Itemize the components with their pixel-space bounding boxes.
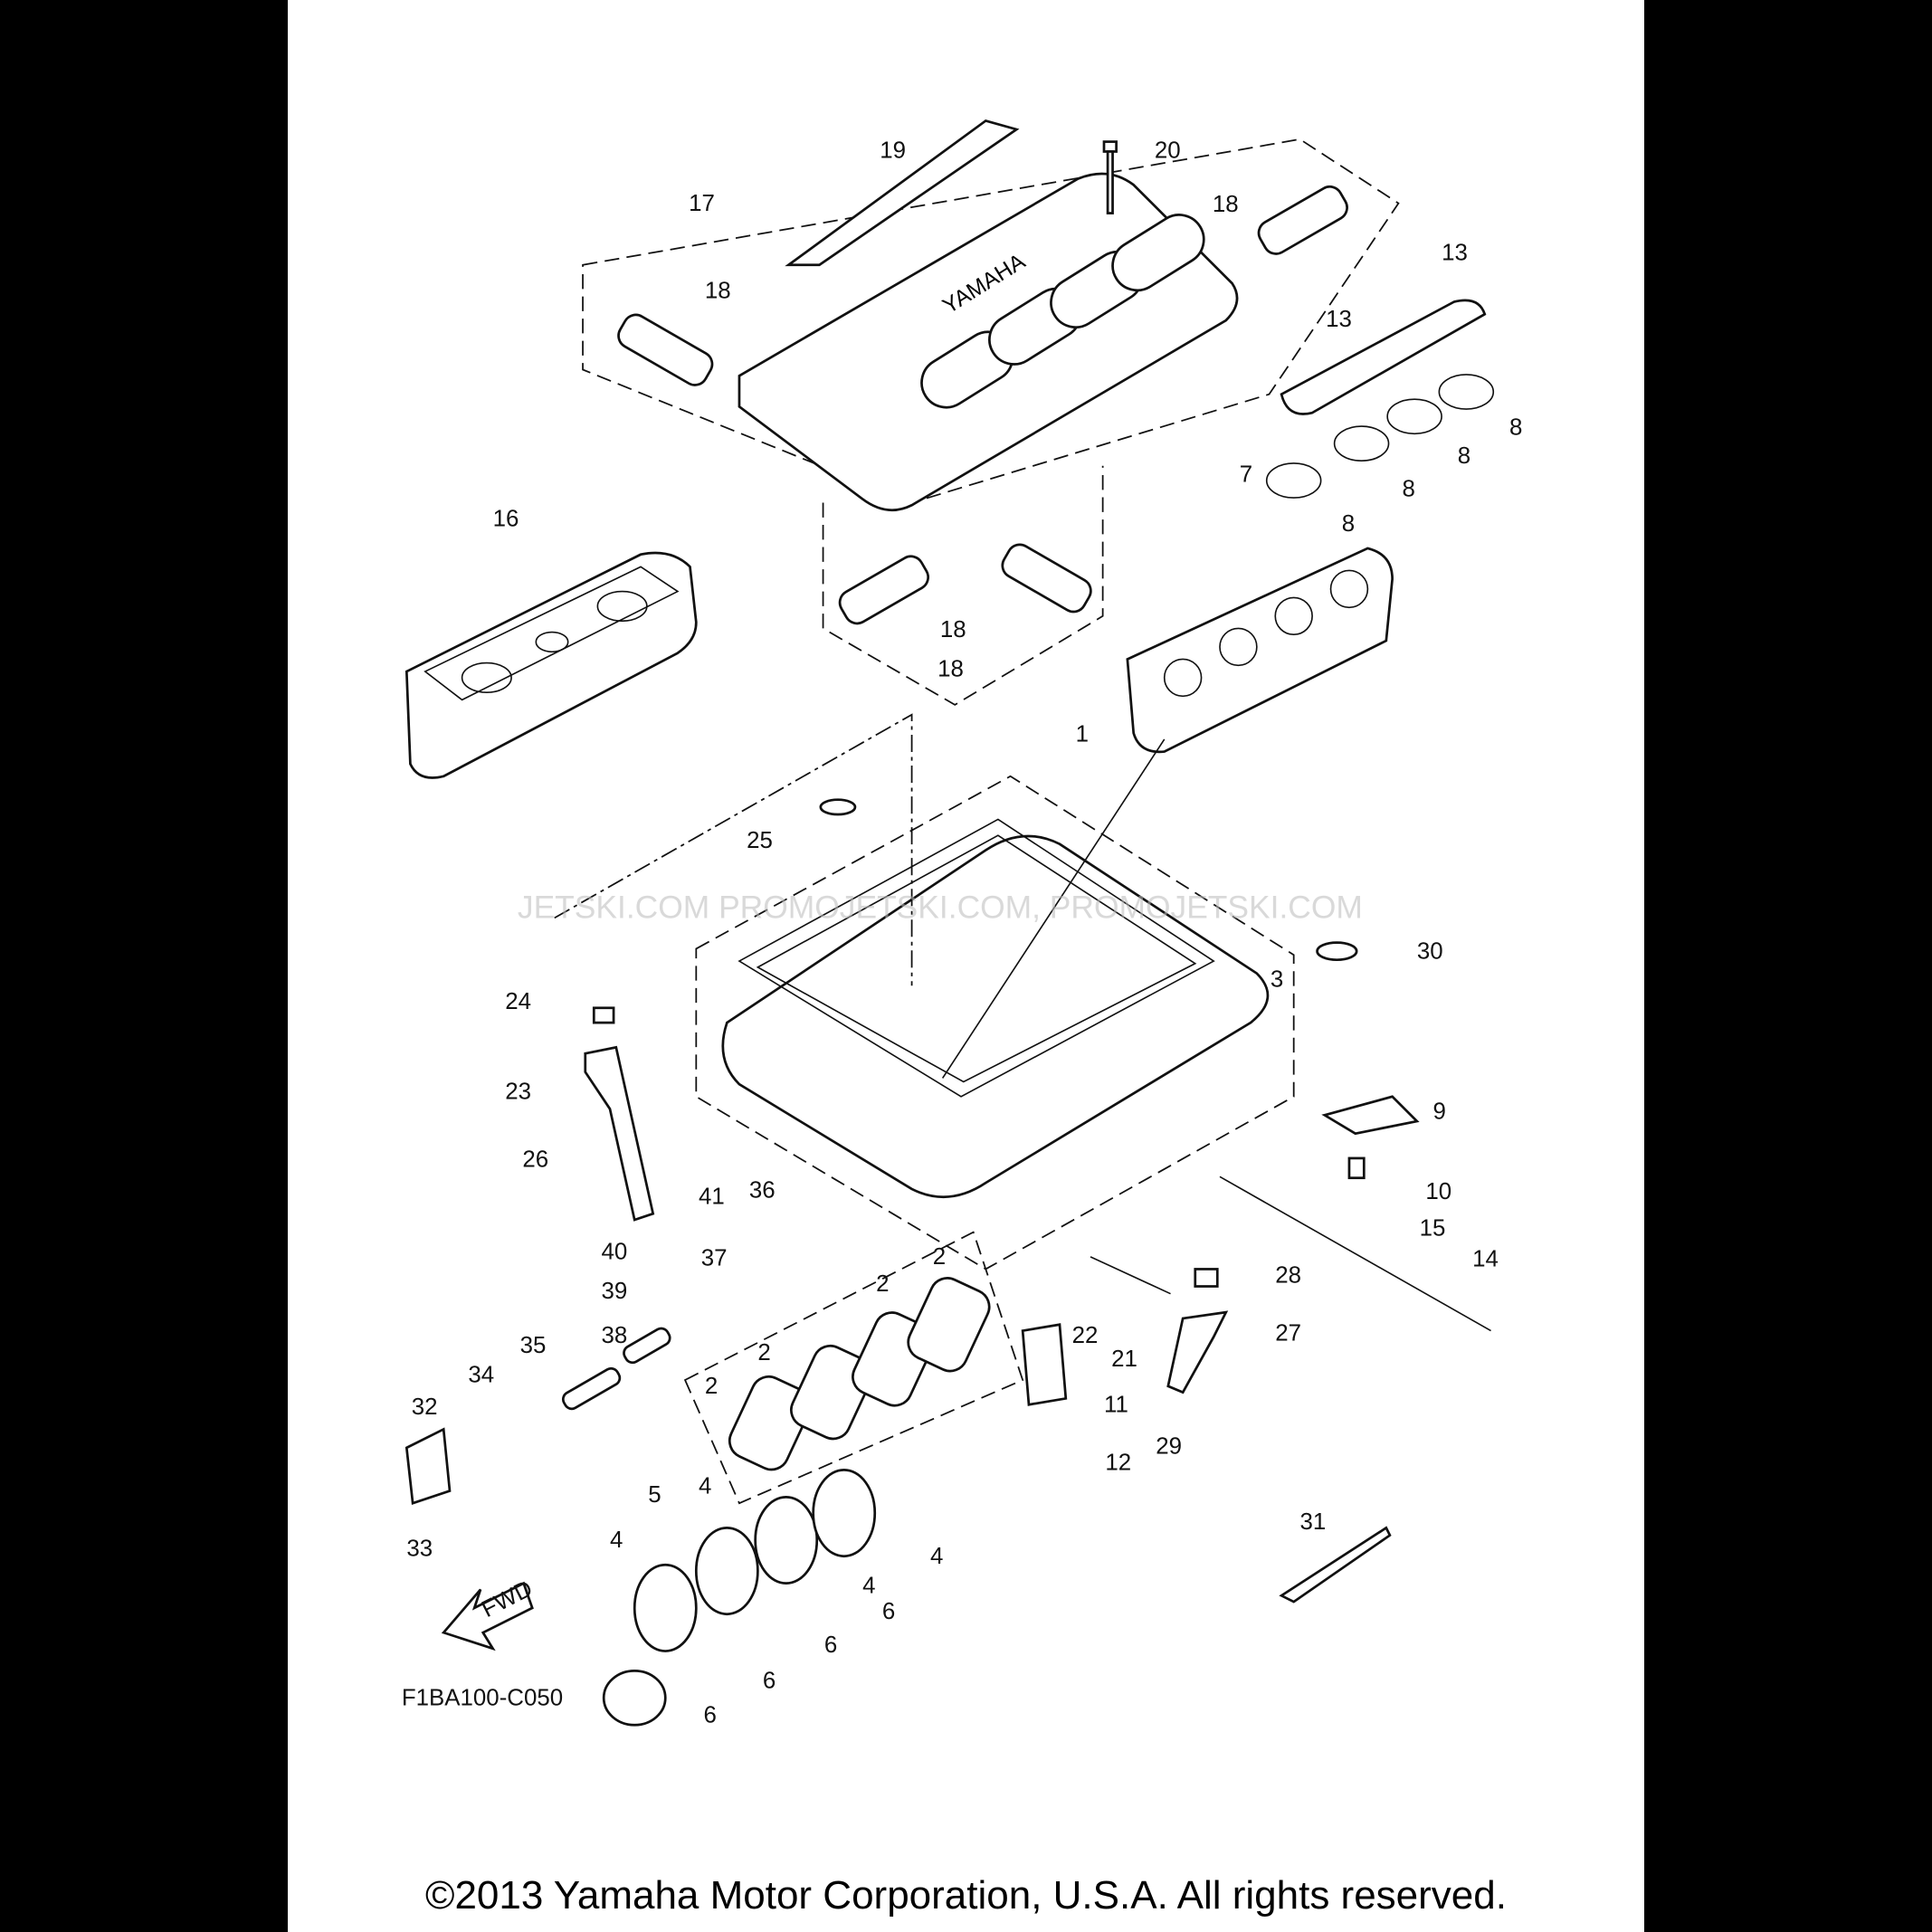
bolt-20 [1102, 140, 1118, 214]
watermark: JETSKI.COM PROMOJETSKI.COM, PROMOJETSKI.… [518, 889, 1363, 925]
bolt-30 [1316, 941, 1358, 962]
callout-18: 18 [705, 279, 731, 304]
callout-37: 37 [701, 1245, 728, 1271]
callout-2: 2 [705, 1374, 718, 1399]
callout-18: 18 [940, 617, 966, 642]
callout-41: 41 [699, 1184, 725, 1209]
callout-9: 9 [1433, 1099, 1446, 1124]
rod-21 [1090, 1256, 1171, 1295]
intake-funnels [1265, 299, 1495, 499]
collar-24 [592, 1006, 615, 1024]
callout-18: 18 [937, 657, 964, 682]
callout-13: 13 [1326, 307, 1352, 332]
callout-17: 17 [689, 191, 715, 216]
spring-clips [617, 185, 1348, 706]
callout-36: 36 [749, 1177, 776, 1203]
callout-32: 32 [412, 1394, 438, 1420]
air-intake-cover: YAMAHA [582, 119, 1400, 512]
callout-20: 20 [1155, 138, 1181, 163]
intake-boots [602, 1469, 877, 1727]
callout-33: 33 [406, 1537, 433, 1562]
callout-22: 22 [1072, 1323, 1099, 1348]
throttle-body [1126, 547, 1394, 754]
callout-4: 4 [862, 1574, 875, 1599]
bolt-25 [819, 798, 857, 816]
joint-gaskets [683, 1231, 1024, 1505]
air-box [554, 713, 1295, 1271]
fwd-arrow: FWD [441, 1575, 537, 1651]
callout-7: 7 [1240, 462, 1252, 487]
callout-35: 35 [520, 1333, 547, 1358]
callout-4: 4 [930, 1544, 943, 1569]
callout-16: 16 [493, 506, 519, 531]
callout-15: 15 [1420, 1216, 1446, 1242]
callout-10: 10 [1425, 1179, 1451, 1204]
callout-14: 14 [1472, 1247, 1499, 1272]
callout-2: 2 [933, 1244, 946, 1270]
hose-35 [561, 1366, 622, 1411]
figure-code: F1BA100-C050 [402, 1685, 563, 1710]
callout-2: 2 [757, 1340, 770, 1366]
callout-6: 6 [763, 1668, 776, 1693]
callout-38: 38 [601, 1323, 627, 1348]
callout-39: 39 [601, 1279, 627, 1304]
callout-13: 13 [1442, 240, 1468, 265]
callout-28: 28 [1275, 1262, 1301, 1288]
callout-31: 31 [1299, 1509, 1326, 1535]
bolt-10 [1347, 1156, 1366, 1180]
bracket-27 [1166, 1310, 1229, 1394]
callout-27: 27 [1275, 1320, 1301, 1346]
callout-40: 40 [601, 1240, 627, 1265]
callout-4: 4 [699, 1473, 711, 1499]
callout-19: 19 [880, 138, 906, 163]
callout-8: 8 [1403, 477, 1415, 502]
bracket-9 [1321, 1095, 1420, 1136]
air-filter [404, 551, 698, 779]
callout-23: 23 [505, 1080, 531, 1105]
hose-piece [623, 1327, 671, 1365]
callout-24: 24 [505, 989, 531, 1014]
callout-25: 25 [747, 828, 773, 853]
callout-30: 30 [1417, 938, 1443, 964]
callout-6: 6 [703, 1703, 716, 1728]
cable-tie-31 [1279, 1526, 1392, 1604]
callout-1: 1 [1076, 722, 1089, 747]
callout-26: 26 [522, 1147, 548, 1172]
small-parts [404, 798, 1491, 1604]
callout-6: 6 [824, 1632, 837, 1658]
callout-8: 8 [1509, 415, 1522, 441]
cable-14 [1219, 1175, 1491, 1332]
callout-34: 34 [468, 1363, 494, 1388]
copyright-notice: ©2013 Yamaha Motor Corporation, U.S.A. A… [425, 1873, 1507, 1918]
callout-6: 6 [882, 1599, 895, 1624]
callout-11: 11 [1104, 1392, 1128, 1417]
cap-33 [404, 1427, 452, 1505]
callout-4: 4 [610, 1528, 623, 1553]
callout-8: 8 [1458, 443, 1470, 469]
callout-21: 21 [1111, 1347, 1137, 1372]
callout-12: 12 [1105, 1450, 1131, 1475]
callout-2: 2 [876, 1271, 889, 1297]
callout-5: 5 [648, 1482, 661, 1508]
callout-29: 29 [1156, 1434, 1182, 1460]
callout-8: 8 [1342, 511, 1355, 537]
callout-3: 3 [1271, 967, 1283, 993]
bracket-11 [1021, 1323, 1068, 1406]
callout-18: 18 [1213, 192, 1239, 217]
collar-28 [1194, 1268, 1219, 1288]
bracket-23 [584, 1045, 655, 1222]
